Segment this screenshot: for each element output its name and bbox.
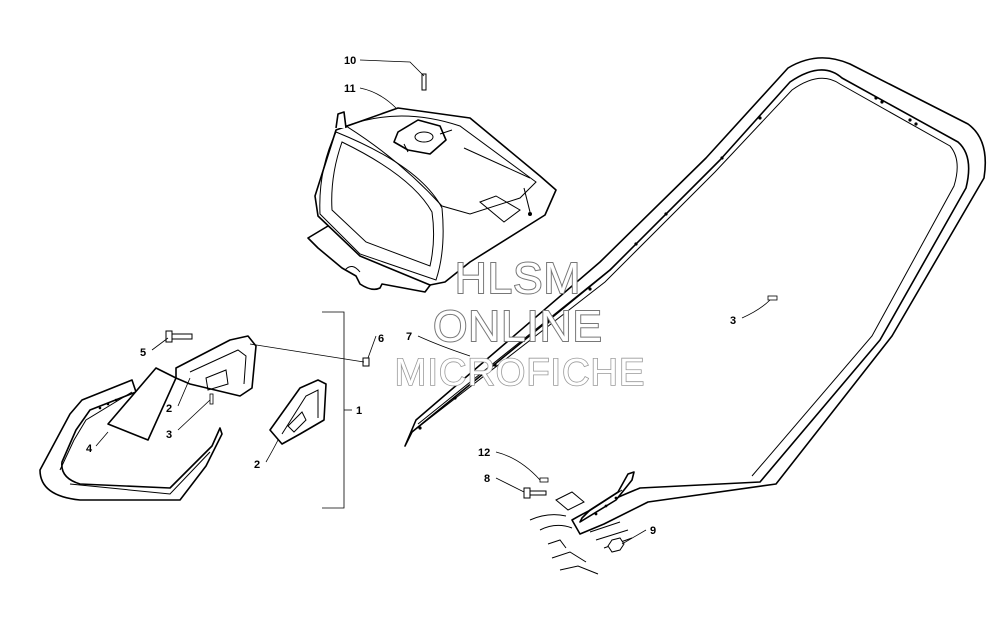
pin-3-right [767, 295, 778, 301]
callout-1: 1 [356, 405, 362, 417]
callout-11: 11 [344, 83, 356, 95]
handle-frame [404, 57, 987, 535]
callout-4: 4 [86, 443, 93, 455]
callout-3-left: 3 [166, 429, 172, 441]
nut-9 [607, 537, 625, 553]
bumper [39, 367, 223, 501]
bolt-8 [523, 487, 547, 499]
callout-12: 12 [478, 447, 490, 459]
storage-bag [307, 73, 557, 293]
leader-lines [95, 59, 771, 545]
callout-9: 9 [650, 525, 656, 537]
callout-5: 5 [140, 347, 146, 359]
callout-7: 7 [406, 331, 412, 343]
pin-3-left [209, 393, 214, 405]
callout-10: 10 [344, 55, 356, 67]
callout-2-lower: 2 [254, 459, 260, 471]
callout-6: 6 [378, 333, 384, 345]
bracket-upper [175, 335, 257, 397]
callout-8: 8 [484, 473, 490, 485]
watermark-line-3: MICROFICHE [394, 351, 646, 395]
bracket-lower [269, 379, 327, 445]
pin-12 [539, 477, 549, 483]
watermark-line-2: ONLINE [432, 301, 603, 352]
callout-2-upper: 2 [166, 403, 172, 415]
callout-labels: 10 11 6 5 2 3 4 2 1 7 3 12 8 9 [86, 55, 736, 537]
callout-3-right: 3 [730, 315, 736, 327]
watermark-line-1: HLSM [454, 253, 582, 304]
bolt-5 [165, 330, 193, 343]
